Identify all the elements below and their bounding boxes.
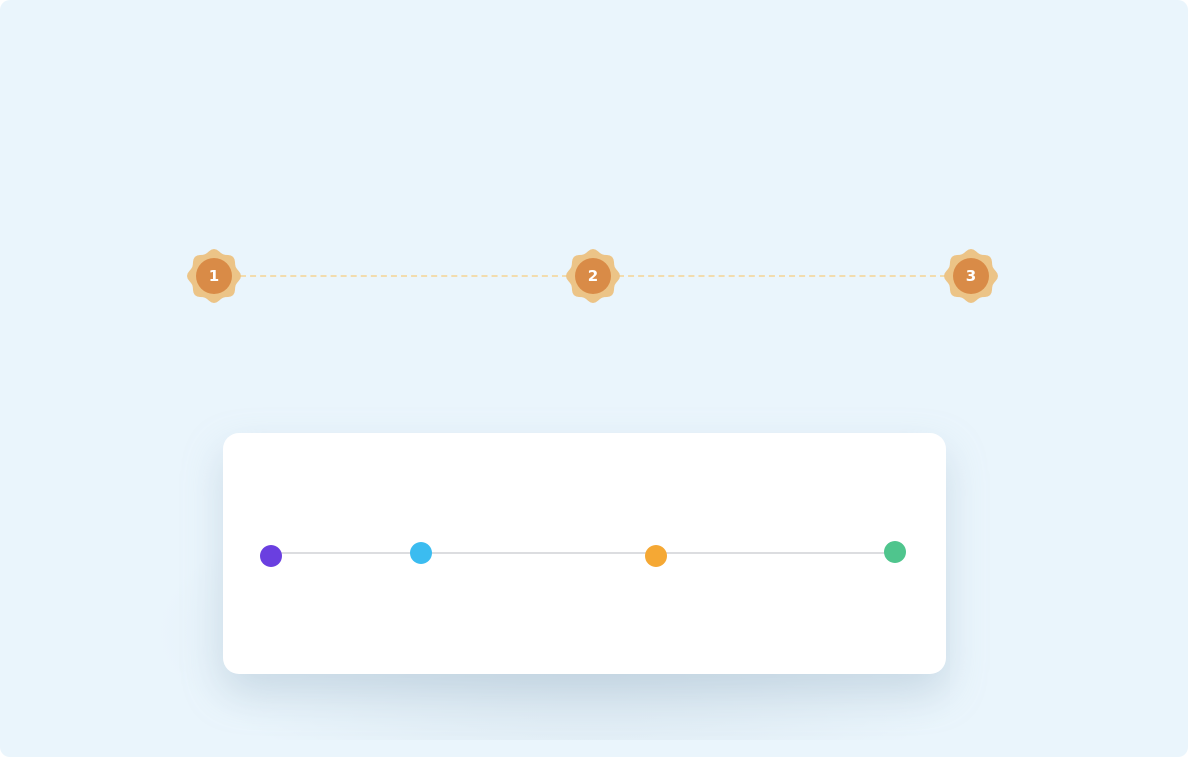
timeline-dot-green[interactable]: [884, 541, 906, 563]
step-number: 2: [587, 267, 599, 285]
timeline-dot-purple[interactable]: [260, 545, 282, 567]
step-connector: [240, 275, 568, 277]
step-2-badge[interactable]: 2: [565, 248, 621, 304]
timeline-dot-orange[interactable]: [645, 545, 667, 567]
timeline-track: [270, 552, 896, 554]
step-1-badge[interactable]: 1: [186, 248, 242, 304]
timeline-dot-blue[interactable]: [410, 542, 432, 564]
step-connector: [618, 275, 946, 277]
badge-icon: [187, 249, 241, 303]
step-number: 3: [965, 267, 977, 285]
step-number: 1: [208, 267, 220, 285]
badge-icon: [566, 249, 620, 303]
badge-icon: [944, 249, 998, 303]
step-3-badge[interactable]: 3: [943, 248, 999, 304]
